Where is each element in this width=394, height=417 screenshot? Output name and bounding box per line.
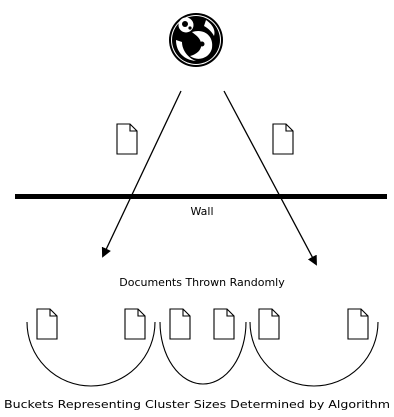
document-icon xyxy=(36,308,58,340)
wall xyxy=(15,194,387,199)
document-icon xyxy=(116,123,138,155)
throw-arrow-left xyxy=(101,90,182,258)
document-icon xyxy=(124,308,146,340)
bucket-small-middle xyxy=(159,321,247,385)
document-icon xyxy=(213,308,235,340)
document-icon xyxy=(347,308,369,340)
bucket-large-right xyxy=(249,321,379,387)
buckets-caption: Buckets Representing Cluster Sizes Deter… xyxy=(4,398,390,411)
wall-label: Wall xyxy=(190,205,213,218)
document-icon xyxy=(258,308,280,340)
throw-arrow-right xyxy=(223,90,317,266)
document-icon xyxy=(272,123,294,155)
monkey-logo-icon xyxy=(169,13,223,67)
bucket-large-left xyxy=(26,321,156,387)
document-icon xyxy=(169,308,191,340)
documents-thrown-caption: Documents Thrown Randomly xyxy=(119,276,285,289)
